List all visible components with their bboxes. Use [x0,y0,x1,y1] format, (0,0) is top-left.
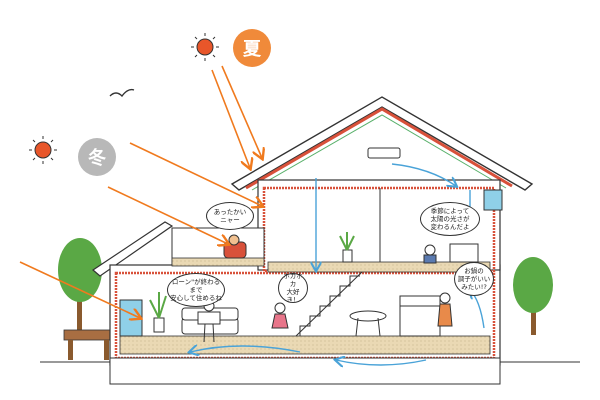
study-speech-bubble: 季節によって 太陽の光さが 変わるんだよ [420,202,480,236]
kitchen-counter [399,295,441,337]
plant-icon [149,292,167,333]
plant-icon [339,232,355,263]
kitchen-speech-bubble: お鍋の 調子がいい みたい!? [454,262,494,296]
bird-icon [109,88,135,98]
person-cooking [437,292,453,327]
tree-icon [58,238,102,330]
living-speech-bubble: ローン"が終わるまで 安心して住めるね [167,273,225,307]
summer-sun-icon [191,33,219,61]
winter-badge: 冬 [78,138,116,176]
air-conditioner-icon [367,147,401,159]
airflow-arrows [190,163,485,365]
wooden-deck [63,329,115,360]
cat-speech-bubble: あったかい ニャー [206,202,254,230]
kid-speech-bubble: ホカホカ 大好き！ [278,272,308,304]
summer-badge: 夏 [233,29,271,67]
sunlight-arrows [19,65,262,318]
child [271,302,289,329]
person-studying [423,243,479,264]
upper-window [483,189,503,211]
dining-table [349,310,387,337]
house-outline [92,96,534,385]
winter-sun-icon [29,136,57,164]
tree-icon [513,257,553,335]
staircase [295,271,363,337]
